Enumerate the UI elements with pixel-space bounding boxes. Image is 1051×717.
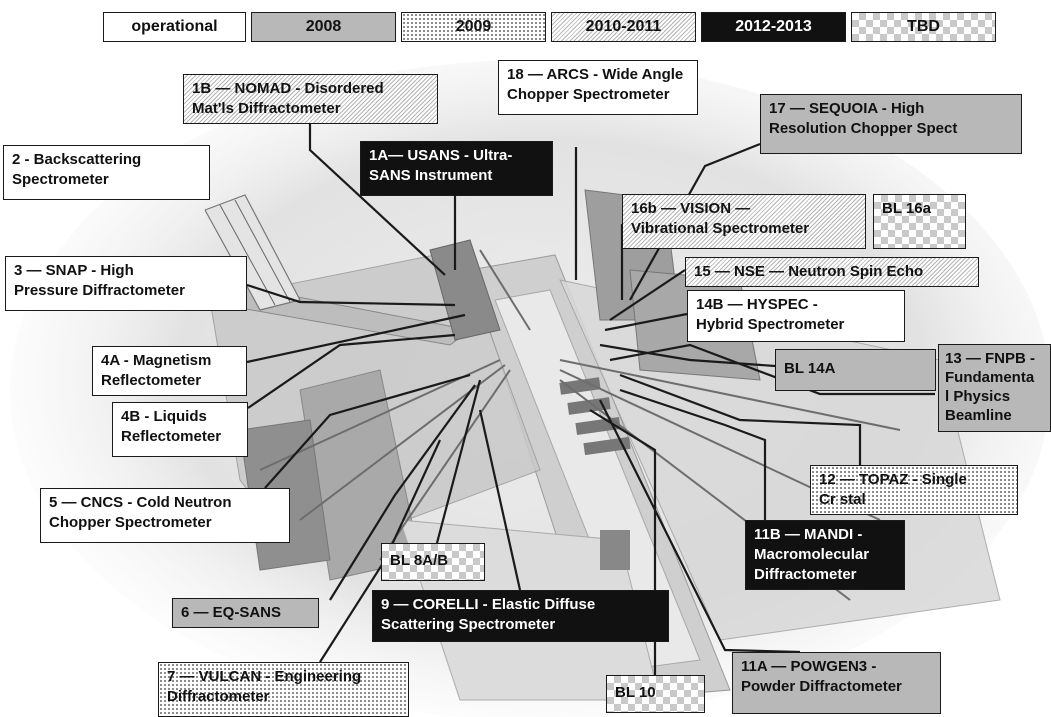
legend-2009: 2009 — [401, 12, 546, 42]
bl4a-line1: 4A - Magnetism — [101, 352, 212, 369]
bl18-line1: 18 — ARCS - Wide Angle — [507, 66, 684, 83]
bl10-line1: BL 10 — [615, 684, 656, 701]
bl2-line2: Spectrometer — [12, 171, 109, 188]
bl1a-line1: 1A— USANS - Ultra- — [369, 147, 513, 164]
leader-bl4a — [246, 313, 466, 364]
bl14b-line1: 14B — HYSPEC - — [696, 296, 818, 313]
beamline-label-bl12: 12 — TOPAZ - Single Cr stal — [810, 465, 1018, 515]
bl3-line1: 3 — SNAP - High — [14, 262, 134, 279]
leader-bl4b — [247, 333, 456, 409]
beamline-label-bl11a: 11A — POWGEN3 - Powder Diffractometer — [732, 652, 941, 714]
bl11b-line1: 11B — MANDI - — [754, 526, 863, 543]
leader-bl11b — [619, 388, 767, 520]
legend-2012-2013: 2012-2013 — [701, 12, 846, 42]
leader-bl5 — [264, 373, 471, 489]
bl1a-line2: SANS Instrument — [369, 167, 493, 184]
beamline-label-bl3: 3 — SNAP - High Pressure Diffractometer — [5, 256, 247, 311]
bl4b-line1: 4B - Liquids — [121, 408, 207, 425]
bl7-line1: 7 — VULCAN - Engineering — [167, 668, 362, 685]
bl17-line2: Resolution Chopper Spect — [769, 120, 958, 137]
bl4a-line2: Reflectometer — [101, 372, 202, 389]
bl14a-line1: BL 14A — [784, 360, 836, 377]
beamline-label-bl14b: 14B — HYSPEC - Hybrid Spectrometer — [687, 290, 905, 342]
leader-bl15 — [609, 269, 686, 321]
bl11a-line2: Powder Diffractometer — [741, 678, 902, 695]
leader-bl6 — [329, 384, 476, 601]
bl14b-line2: Hybrid Spectrometer — [696, 316, 845, 333]
beamline-label-bl6: 6 — EQ-SANS — [172, 598, 319, 628]
beamline-label-bl7: 7 — VULCAN - Engineering Diffractometer — [158, 662, 409, 717]
bl11a-line1: 11A — POWGEN3 - — [741, 658, 877, 675]
bl1b-line1: 1B — NOMAD - Disordered — [192, 80, 384, 97]
beamline-label-bl16a: BL 16a — [873, 194, 966, 249]
bl4b-line2: Reflectometer — [121, 428, 222, 445]
bl16b-line2: Vibrational Spectrometer — [631, 220, 810, 237]
bl11b-line3: Diffractometer — [754, 566, 857, 583]
leader-bl9 — [478, 409, 522, 591]
beamline-label-bl1a: 1A— USANS - Ultra- SANS Instrument — [360, 141, 553, 196]
leader-bl14b — [604, 312, 688, 332]
beamline-label-bl4b: 4B - Liquids Reflectometer — [112, 402, 248, 457]
bl2-line1: 2 - Backscattering — [12, 151, 142, 168]
bl12-line2: Cr stal — [819, 491, 866, 508]
beamline-label-bl8ab: BL 8A/B — [381, 543, 485, 581]
bl7-line2: Diffractometer — [167, 688, 270, 705]
bl5-line1: 5 — CNCS - Cold Neutron — [49, 494, 232, 511]
legend-tbd: TBD — [851, 12, 996, 42]
leader-bl7 — [319, 439, 441, 663]
bl6-line1: 6 — EQ-SANS — [181, 604, 282, 621]
beamline-label-bl17: 17 — SEQUOIA - High Resolution Chopper S… — [760, 94, 1022, 154]
bl8ab-line1: BL 8A/B — [390, 552, 449, 569]
bl1b-line2: Mat'ls Diffractometer — [192, 100, 341, 117]
leader-bl3 — [246, 283, 456, 307]
bl9-line2: Scattering Spectrometer — [381, 616, 556, 633]
beamline-label-bl14a: BL 14A — [775, 349, 936, 391]
bl11b-line2: Macromolecular — [754, 546, 870, 563]
beamline-label-bl10: BL 10 — [606, 675, 705, 713]
beamline-label-bl16b: 16b — VISION — Vibrational Spectrometer — [622, 194, 866, 249]
leader-bl8ab — [435, 379, 482, 544]
bl13-line2: Fundamenta — [945, 369, 1035, 386]
beamline-label-bl18: 18 — ARCS - Wide Angle Chopper Spectrome… — [498, 60, 698, 115]
beamline-label-bl2: 2 - Backscattering Spectrometer — [3, 145, 210, 200]
bl9-line1: 9 — CORELLI - Elastic Diffuse — [381, 596, 596, 613]
beamline-label-bl1b: 1B — NOMAD - Disordered Mat'ls Diffracto… — [183, 74, 438, 124]
bl13-line1: 13 — FNPB - — [945, 350, 1036, 367]
bl16b-line1: 16b — VISION — — [631, 200, 751, 217]
bl3-line2: Pressure Diffractometer — [14, 282, 185, 299]
bl13-line4: Beamline — [945, 407, 1012, 424]
beamline-label-bl4a: 4A - Magnetism Reflectometer — [92, 346, 247, 396]
leader-bl12 — [619, 373, 862, 465]
beamline-label-bl11b: 11B — MANDI - Macromolecular Diffractome… — [745, 520, 905, 590]
bl13-line3: l Physics — [945, 388, 1011, 405]
legend-operational: operational — [103, 12, 246, 42]
bl18-line2: Chopper Spectrometer — [507, 86, 670, 103]
leader-bl1b — [308, 124, 446, 276]
bl17-line1: 17 — SEQUOIA - High — [769, 100, 925, 117]
leader-bl13 — [609, 343, 935, 396]
beamline-label-bl15: 15 — NSE — Neutron Spin Echo — [685, 257, 979, 287]
leader-bl14a — [599, 343, 776, 368]
bl5-line2: Chopper Spectrometer — [49, 514, 212, 531]
beamline-label-bl9: 9 — CORELLI - Elastic Diffuse Scattering… — [372, 590, 669, 642]
beamline-label-bl5: 5 — CNCS - Cold Neutron Chopper Spectrom… — [40, 488, 290, 543]
bl16a-line1: BL 16a — [882, 200, 931, 217]
legend-2010-2011: 2010-2011 — [551, 12, 696, 42]
leader-bl17 — [629, 142, 761, 301]
leader-bl11a — [599, 399, 801, 654]
bl12-line1: 12 — TOPAZ - Single — [819, 471, 967, 488]
beamline-label-bl13: 13 — FNPB - Fundamenta l Physics Beamlin… — [938, 344, 1051, 432]
bl15-line1: 15 — NSE — Neutron Spin Echo — [694, 263, 924, 280]
legend-2008: 2008 — [251, 12, 396, 42]
